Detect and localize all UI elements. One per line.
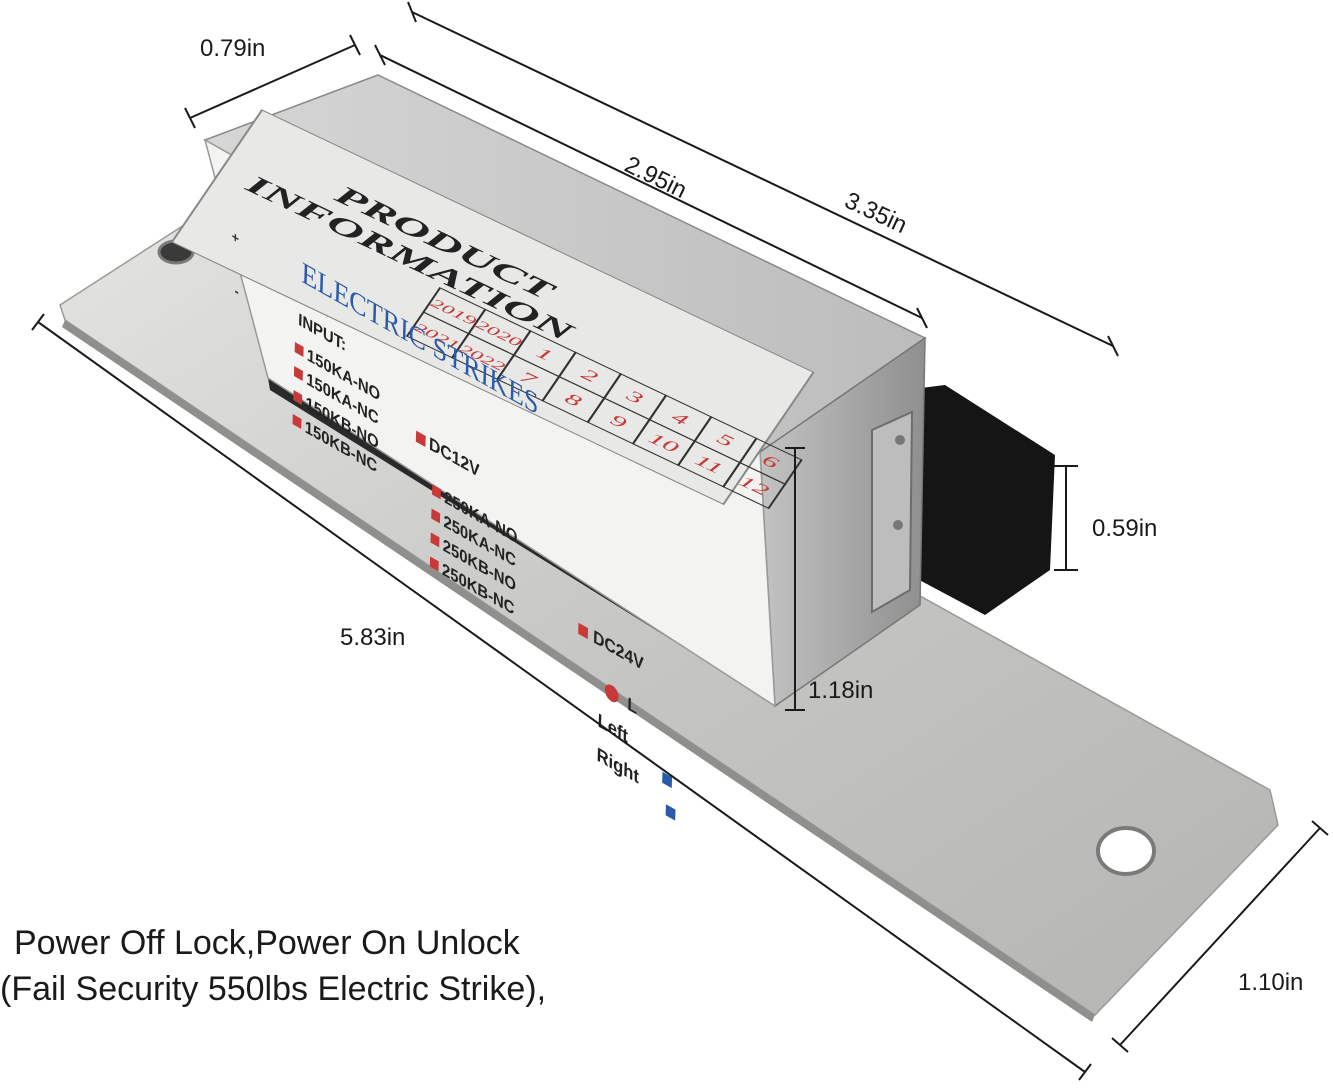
caption-line-2: (Fail Security 550lbs Electric Strike), [0,970,547,1008]
dim-line-plate-width [1119,827,1321,1046]
end-screw-top [895,435,905,445]
model-checkbox [293,366,303,381]
side-l-dot [604,684,619,703]
model-checkbox [294,342,304,357]
dim-tick [1078,1063,1092,1081]
dim-line-body-length [379,54,923,319]
dimension-lines [31,1,1329,1081]
dim-line-overall-length [411,11,1114,347]
model-checkbox [431,508,441,524]
left-checkbox [662,771,673,789]
date-grid-cell [722,461,787,510]
spring-plus: + [232,227,240,247]
dim-tick [407,1,417,23]
model-checkbox [431,484,441,500]
latch-keeper [871,410,914,614]
dim-tick [184,107,196,129]
faceplate-edge [62,320,1095,1022]
dim-tick [374,44,386,66]
dim-line-plate-length [37,321,1086,1073]
dim-width-top: 0.79in [200,35,265,62]
model-checkbox [293,390,303,405]
dim-tick [1107,335,1119,357]
dim-latch-height: 0.59in [1092,515,1157,542]
dimension-labels: 0.79in 2.95in 3.35in 0.59in 1.18in 5.83i… [200,35,1303,996]
model-checkbox [292,414,302,429]
sticker-background [170,109,815,506]
right-checkbox [665,804,676,821]
latch-block [905,385,1055,615]
dc24v-checkbox [578,622,589,640]
dim-tick [349,34,361,56]
dim-overall-length: 3.35in [840,187,911,239]
dim-plate-width: 1.10in [1238,969,1303,996]
end-screw-bottom [893,520,903,530]
dim-line-width-top [189,44,356,119]
side-right: Right [596,744,639,789]
model-checkbox [430,532,440,548]
dc12v-checkbox [415,430,426,448]
spring-minus: - [234,282,239,300]
mounting-hole-bottom [1096,826,1156,876]
model-checkbox [429,556,439,572]
dim-plate-length: 5.83in [340,624,405,651]
dim-tick [1111,1037,1129,1053]
caption-line-1: Power Off Lock,Power On Unlock [14,924,520,962]
side-l: L [627,693,637,718]
dim-tick [31,313,45,331]
dim-tick [1311,820,1329,836]
dim-body-height: 1.18in [808,677,873,704]
dim-tick [916,307,928,329]
